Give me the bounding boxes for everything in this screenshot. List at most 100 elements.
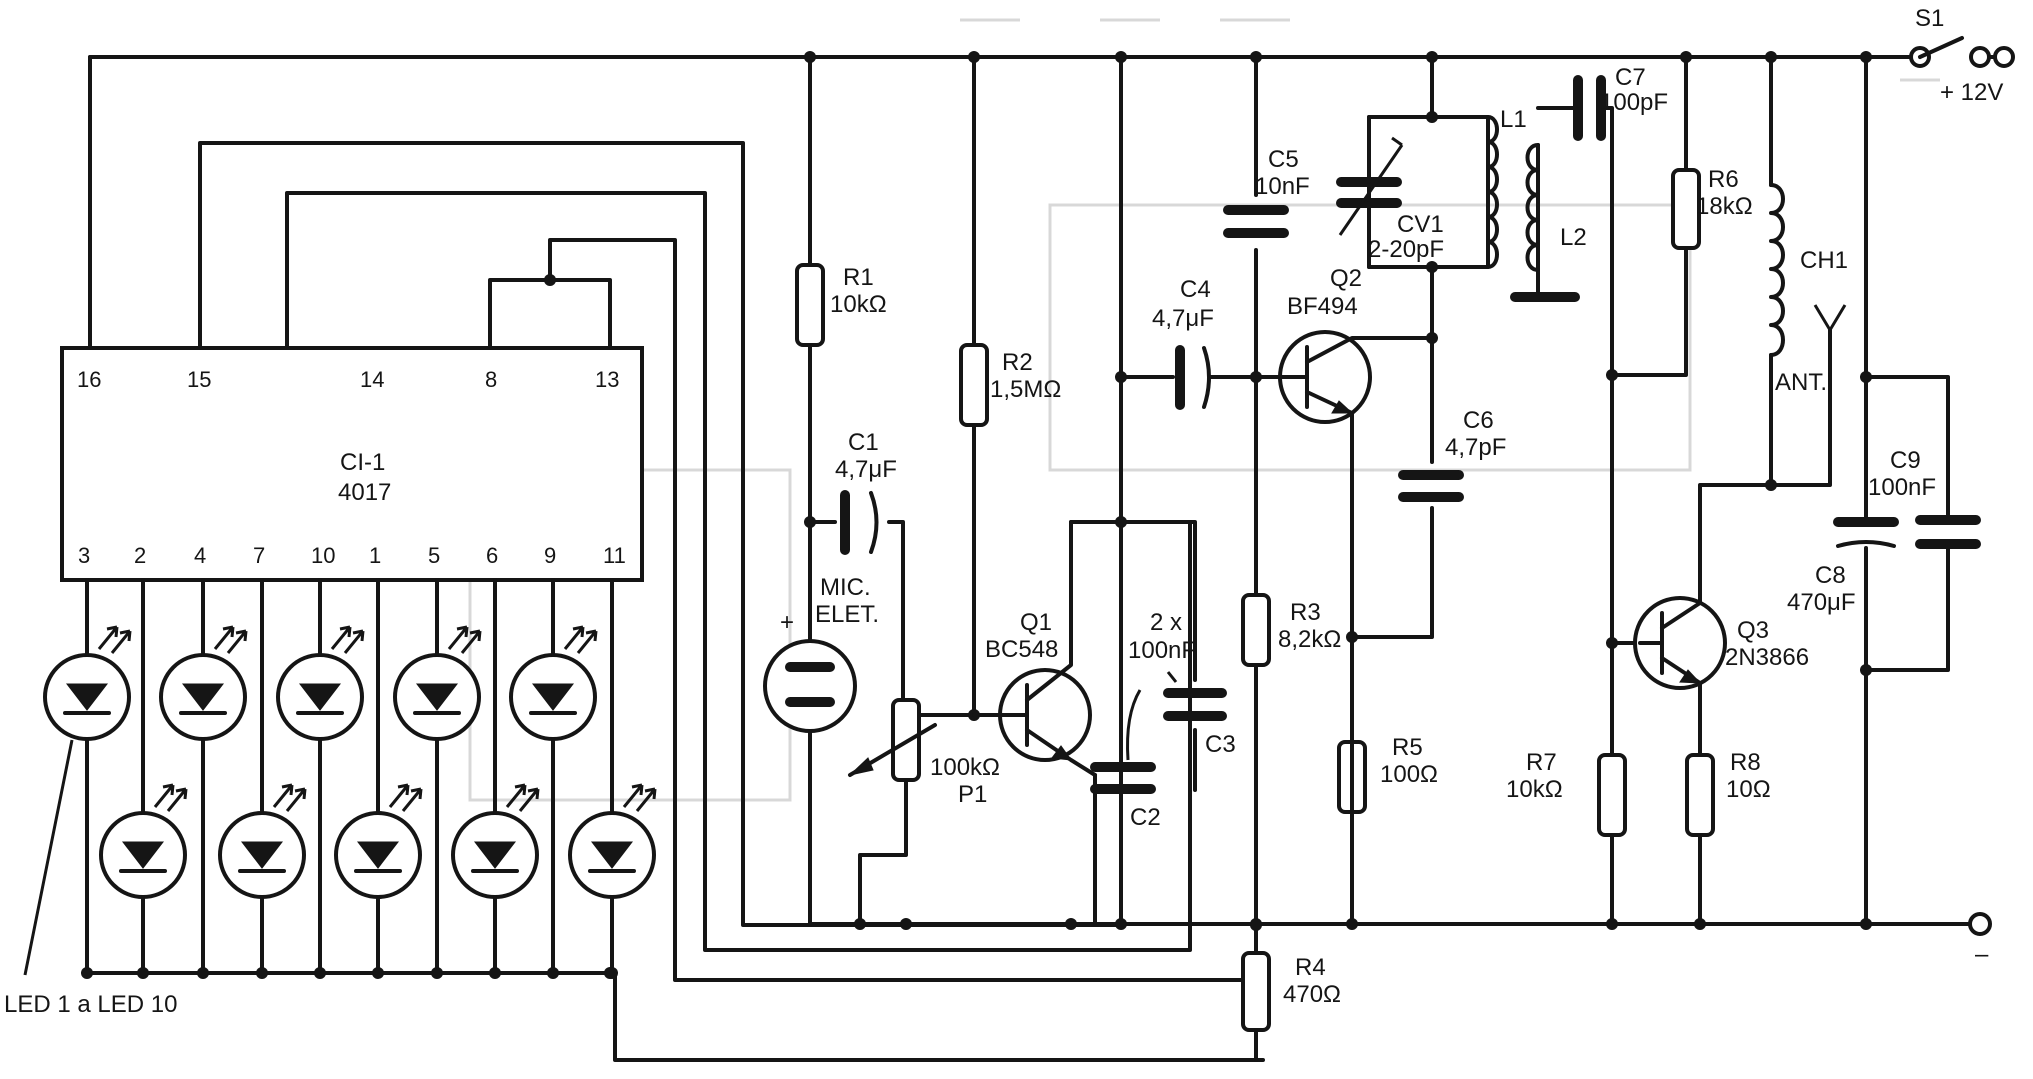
svg-text:C6: C6 <box>1463 407 1494 434</box>
svg-text:C1: C1 <box>848 429 879 456</box>
svg-text:470Ω: 470Ω <box>1283 981 1341 1008</box>
svg-text:100pF: 100pF <box>1600 89 1668 116</box>
svg-text:BC548: BC548 <box>985 636 1058 663</box>
svg-text:100Ω: 100Ω <box>1380 761 1438 788</box>
led-array <box>43 578 657 979</box>
svg-text:10kΩ: 10kΩ <box>830 291 887 318</box>
svg-text:BF494: BF494 <box>1287 293 1358 320</box>
resistor-r3: R3 8,2kΩ <box>1241 593 1341 667</box>
ic-pin-10: 10 <box>311 543 335 568</box>
svg-text:C5: C5 <box>1268 146 1299 173</box>
svg-text:18kΩ: 18kΩ <box>1696 193 1753 220</box>
junction-dot <box>372 967 384 979</box>
svg-text:4,7pF: 4,7pF <box>1445 434 1506 461</box>
ic-pin-4: 4 <box>194 543 206 568</box>
svg-text:C7: C7 <box>1615 64 1646 91</box>
ic-pin-3: 3 <box>78 543 90 568</box>
junction-dot <box>137 967 149 979</box>
junction-dot <box>197 967 209 979</box>
junction-dots <box>544 51 1872 979</box>
inductor-l2: L2 <box>1510 143 1587 302</box>
svg-text:10Ω: 10Ω <box>1726 776 1771 803</box>
resistor-r7: R7 10kΩ <box>1506 749 1627 837</box>
ic-pin-7: 7 <box>253 543 265 568</box>
capacitor-c3: C3 <box>1163 688 1236 758</box>
leds-label: LED 1 a LED 10 <box>4 991 177 1018</box>
svg-text:C9: C9 <box>1890 447 1921 474</box>
resistor-r8: R8 10Ω <box>1685 749 1771 837</box>
capacitor-c4: C4 4,7μF <box>1152 276 1214 410</box>
svg-text:MIC.: MIC. <box>820 574 871 601</box>
svg-text:100kΩ: 100kΩ <box>930 754 1000 781</box>
svg-text:2 x: 2 x <box>1150 609 1182 636</box>
transistor-q3: Q3 2N3866 <box>1633 596 1809 690</box>
ic-part: 4017 <box>338 479 391 506</box>
svg-text:ANT.: ANT. <box>1775 369 1827 396</box>
ic-pin-16: 16 <box>77 367 101 392</box>
led-3 <box>159 625 248 741</box>
svg-text:10kΩ: 10kΩ <box>1506 776 1563 803</box>
show-through-artifacts <box>468 18 1940 802</box>
svg-text:R6: R6 <box>1708 166 1739 193</box>
ground-terminal: – <box>1968 912 1992 968</box>
capacitor-c2: C2 <box>1090 762 1161 831</box>
svg-text:100nF: 100nF <box>1128 637 1196 664</box>
svg-text:C2: C2 <box>1130 804 1161 831</box>
svg-text:Q1: Q1 <box>1020 609 1052 636</box>
svg-text:C3: C3 <box>1205 731 1236 758</box>
ic-pin-1: 1 <box>369 543 381 568</box>
capacitor-c9: C9 100nF <box>1868 447 1981 549</box>
svg-text:R3: R3 <box>1290 599 1321 626</box>
svg-text:470μF: 470μF <box>1787 589 1856 616</box>
svg-text:10nF: 10nF <box>1255 173 1310 200</box>
power-switch-s1: S1 + 12V <box>1909 5 2015 106</box>
svg-text:–: – <box>1975 941 1989 968</box>
transistor-q2: Q2 BF494 <box>1278 265 1434 926</box>
inductor-l1: L1 <box>1486 106 1527 269</box>
svg-text:R4: R4 <box>1295 954 1326 981</box>
svg-text:Q2: Q2 <box>1330 265 1362 292</box>
led-2 <box>99 783 188 899</box>
led-9 <box>509 625 598 741</box>
antenna-symbol: ANT. <box>1775 304 1847 396</box>
svg-text:C4: C4 <box>1180 276 1211 303</box>
led-8 <box>451 783 540 899</box>
svg-text:CH1: CH1 <box>1800 247 1848 274</box>
svg-text:C8: C8 <box>1815 562 1846 589</box>
svg-text:R5: R5 <box>1392 734 1423 761</box>
svg-text:+ 12V: + 12V <box>1940 79 2003 106</box>
ic-pin-13: 13 <box>595 367 619 392</box>
leds-pointer <box>23 739 74 976</box>
svg-text:4,7μF: 4,7μF <box>1152 305 1214 332</box>
svg-text:Q3: Q3 <box>1737 617 1769 644</box>
svg-text:8,2kΩ: 8,2kΩ <box>1278 626 1341 653</box>
svg-text:+: + <box>780 609 795 636</box>
svg-text:P1: P1 <box>958 781 987 808</box>
svg-text:R7: R7 <box>1526 749 1557 776</box>
svg-text:2-20pF: 2-20pF <box>1368 236 1444 263</box>
ic-pin-6: 6 <box>486 543 498 568</box>
junction-dot <box>547 967 559 979</box>
electret-microphone: + MIC. ELET. <box>763 574 879 733</box>
transistor-q1: Q1 BC548 <box>972 520 1097 777</box>
capacitor-c7: C7 100pF <box>1573 64 1668 141</box>
ic-pin-2: 2 <box>134 543 146 568</box>
svg-text:L2: L2 <box>1560 224 1587 251</box>
potentiometer-p1: 100kΩ P1 <box>848 698 1000 808</box>
junction-dot <box>431 967 443 979</box>
junction-dot <box>606 967 618 979</box>
capacitor-c5: C5 10nF <box>1223 146 1310 238</box>
junction-dot <box>489 967 501 979</box>
svg-text:S1: S1 <box>1915 5 1944 32</box>
resistor-r1: R1 10kΩ <box>795 263 887 347</box>
ic-pin-11: 11 <box>603 543 626 568</box>
svg-text:1,5MΩ: 1,5MΩ <box>990 376 1061 403</box>
junction-dot <box>314 967 326 979</box>
variable-capacitor-cv1: CV1 2-20pF <box>1336 115 1444 269</box>
capacitor-c2-c3-note: 2 x 100nF <box>1126 609 1196 761</box>
capacitor-c1: C1 4,7μF <box>835 429 897 555</box>
svg-text:L1: L1 <box>1500 106 1527 133</box>
resistor-r2: R2 1,5MΩ <box>959 343 1061 427</box>
resistor-r4: R4 470Ω <box>1241 951 1341 1032</box>
